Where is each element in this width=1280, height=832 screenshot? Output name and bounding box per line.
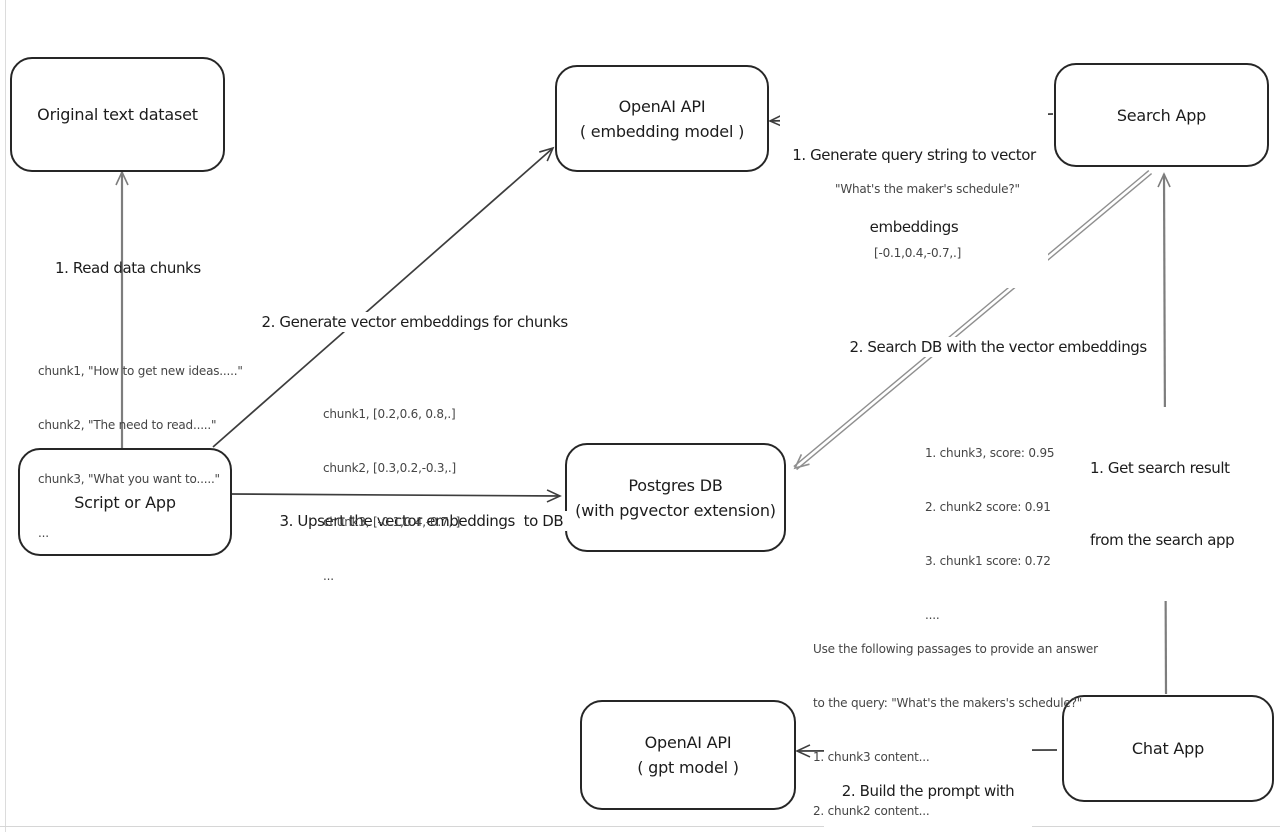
node-label-line2: ( gpt model ) [637, 758, 739, 777]
note-query-vector: [-0.1,0.4,-0.7,.] [874, 246, 962, 260]
canvas-left-border [5, 0, 6, 832]
step-read-data-chunks: 1. Read data chunks [55, 259, 201, 277]
note-query-string: "What's the maker's schedule?" [835, 182, 1020, 196]
node-label: Script or App [74, 492, 176, 512]
node-chat-app: Chat App [1062, 695, 1274, 802]
arrow-search-to-postgres-line1 [793, 170, 1150, 468]
note-line: chunk1, "How to get new ideas....." [38, 364, 243, 378]
node-label-line1: OpenAI API [618, 96, 706, 116]
note-line: Use the following passages to provide an… [813, 642, 1098, 656]
step-get-search-result: 1. Get search result from the search app [1086, 407, 1256, 601]
note-line: chunk2, [0.3,0.2,-0.3,.] [323, 461, 457, 475]
note-line: .... [925, 608, 940, 622]
node-label-line1: OpenAI API [644, 733, 732, 752]
canvas-bottom-border [0, 826, 1280, 827]
arrow-script-to-postgres [229, 489, 562, 503]
arrow-search-to-postgres-head [793, 454, 810, 470]
node-openai-embedding: OpenAI API ( embedding model ) [555, 65, 769, 172]
note-line: 1. chunk3 content... [813, 750, 930, 764]
step-line1: 2. Build the prompt with [841, 782, 1015, 800]
node-postgres-db: Postgres DB (with pgvector extension) [565, 443, 786, 552]
step-search-db: 2. Search DB with the vector embeddings [828, 311, 1151, 383]
node-script-or-app: Script or App [18, 448, 232, 556]
step-line2: embeddings [869, 218, 959, 236]
step-line2: from the search app [1090, 531, 1235, 549]
arrow-search-to-postgres-line2 [796, 173, 1153, 471]
note-chunk-vectors: chunk1, [0.2,0.6, 0.8,.] chunk2, [0.3,0.… [323, 369, 460, 621]
node-label: Original text dataset [37, 105, 198, 124]
node-label: Chat App [1131, 739, 1205, 758]
node-label-line2: ( embedding model ) [579, 121, 745, 141]
note-prompt-preview: Use the following passages to provide an… [813, 604, 1098, 832]
step-generate-query-vector: 1. Generate query string to vector embed… [780, 94, 1048, 288]
note-line: chunk2, "The need to read....." [38, 418, 217, 432]
node-openai-gpt: OpenAI API ( gpt model ) [580, 700, 796, 810]
note-line: chunk3, [-0.1,0.4,-0.7,.] [323, 515, 461, 529]
step-line1: 1. Get search result [1090, 459, 1230, 477]
step-line1: 1. Generate query string to vector [792, 146, 1036, 164]
note-line: 2. chunk2 score: 0.91 [925, 500, 1051, 514]
note-line: 2. chunk2 content... [813, 804, 930, 818]
note-line: chunk1, [0.2,0.6, 0.8,.] [323, 407, 456, 421]
step-generate-embeddings: 2. Generate vector embeddings for chunks [240, 286, 572, 358]
node-label-line2: (with pgvector extension) [575, 500, 776, 520]
note-line: ... [323, 569, 334, 583]
node-search-app: Search App [1054, 63, 1269, 167]
note-line: ... [38, 526, 49, 540]
note-chunk-texts: chunk1, "How to get new ideas....." chun… [38, 326, 243, 578]
note-line: to the query: "What's the makers's sched… [813, 696, 1083, 710]
step-upsert-embeddings: 3. Upsert the vector embeddings to DB [258, 485, 568, 557]
note-search-scores: 1. chunk3, score: 0.95 2. chunk2 score: … [925, 408, 1055, 660]
note-line: chunk3, "What you want to....." [38, 472, 220, 486]
node-original-text-dataset: Original text dataset [10, 57, 225, 172]
node-label: Search App [1116, 105, 1207, 125]
node-label-line1: Postgres DB [628, 475, 723, 495]
note-line: 1. chunk3, score: 0.95 [925, 446, 1055, 460]
arrow-script-to-embedding [212, 146, 555, 448]
step-build-prompt: 2. Build the prompt with search result [824, 730, 1032, 832]
note-line: 3. chunk1 score: 0.72 [925, 554, 1051, 568]
